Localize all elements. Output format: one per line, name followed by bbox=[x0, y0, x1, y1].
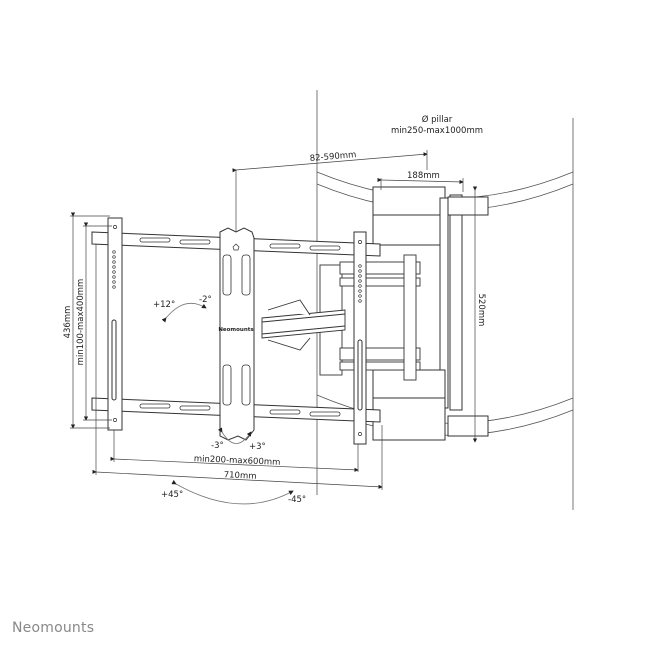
swivel-arc-icon bbox=[171, 479, 294, 505]
left-vertical-bracket bbox=[107, 217, 123, 431]
swivel-right-label: -45° bbox=[288, 495, 306, 505]
right-vertical-bracket bbox=[353, 231, 367, 445]
clamp-height-label: 520mm bbox=[476, 294, 486, 327]
swivel-left-label: +45° bbox=[161, 490, 183, 500]
articulating-arm bbox=[261, 254, 421, 381]
total-height-label: 436mm bbox=[63, 306, 73, 339]
rotate-left-label: -3° bbox=[211, 441, 224, 451]
rotate-right-label: +3° bbox=[249, 442, 266, 452]
plate-logo: Neomounts bbox=[218, 327, 254, 333]
depth-dimension bbox=[232, 150, 428, 232]
clamp-width-dimension bbox=[377, 177, 464, 192]
vesa-vertical-label: min100-max400mm bbox=[76, 279, 86, 366]
vesa-vertical-dimension bbox=[83, 222, 112, 421]
tilt-up-label: +12° bbox=[153, 300, 175, 310]
brand-logo: Neomounts bbox=[12, 620, 95, 636]
total-height-dimension bbox=[70, 212, 110, 429]
tilt-arc-icon bbox=[161, 302, 207, 323]
tilt-down-label: -2° bbox=[199, 295, 212, 305]
total-width-dimension bbox=[92, 244, 383, 490]
total-width-label: 710mm bbox=[223, 470, 256, 482]
vesa-horizontal-dimension bbox=[110, 430, 359, 472]
pillar-range-label: min250-max1000mm bbox=[391, 126, 483, 136]
depth-label: 82-590mm bbox=[309, 150, 356, 164]
pillar-label: Ø pillar bbox=[422, 114, 453, 125]
clamp-width-label: 188mm bbox=[407, 171, 440, 181]
vesa-horizontal-label: min200-max600mm bbox=[194, 454, 281, 468]
center-mounting-plate bbox=[219, 227, 255, 441]
pillar-clamp bbox=[372, 186, 489, 441]
rotation-arc-icon bbox=[217, 427, 252, 444]
